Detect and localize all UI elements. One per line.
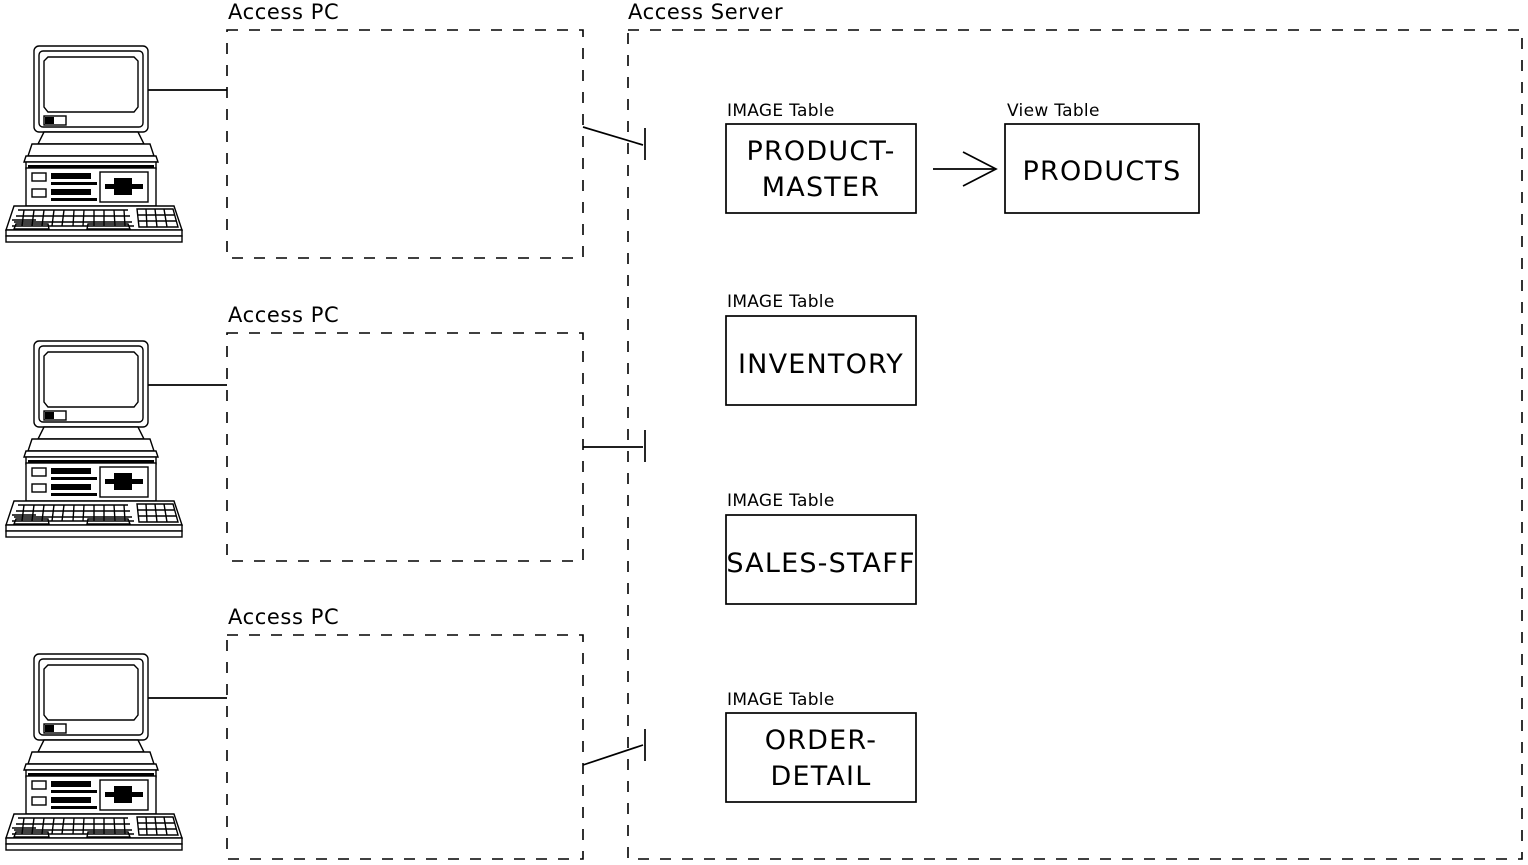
- connector-pc2-to-server: [583, 430, 646, 462]
- connector-pc3-to-server: [582, 729, 646, 766]
- arrow-right-icon: [933, 151, 998, 187]
- connector-pc1-to-server: [582, 126, 646, 160]
- desktop-computer-icon: [5, 45, 183, 243]
- table-caption-sales-staff: IMAGE Table: [727, 491, 835, 511]
- zone-box-access-server: [627, 29, 1523, 860]
- zone-box-access-pc-1: [226, 29, 584, 259]
- table-box-products[interactable]: [1004, 123, 1200, 214]
- table-label-products: PRODUCTS: [1023, 156, 1182, 187]
- table-label-inventory: INVENTORY: [738, 349, 904, 380]
- table-caption-product-master: IMAGE Table: [727, 101, 835, 121]
- table-label-product-master-line2: MASTER: [762, 172, 880, 203]
- zone-label-access-pc-3: Access PC: [228, 605, 339, 629]
- table-caption-order-detail: IMAGE Table: [727, 690, 835, 710]
- zone-label-access-server: Access Server: [628, 0, 783, 24]
- desktop-computer-icon: [5, 340, 183, 538]
- table-box-product-master[interactable]: [725, 123, 917, 214]
- table-label-order-detail-line2: DETAIL: [771, 761, 872, 792]
- zone-box-access-pc-3: [226, 634, 584, 860]
- table-box-order-detail[interactable]: [725, 712, 917, 803]
- zone-label-access-pc-2: Access PC: [228, 303, 339, 327]
- table-label-order-detail-line1: ORDER-: [765, 725, 877, 756]
- table-label-sales-staff: SALES-STAFF: [726, 548, 915, 579]
- table-box-inventory[interactable]: [725, 315, 917, 406]
- table-label-product-master-line1: PRODUCT-: [746, 136, 895, 167]
- zone-box-access-pc-2: [226, 332, 584, 562]
- table-caption-products: View Table: [1007, 101, 1100, 121]
- desktop-computer-icon: [5, 653, 183, 851]
- zone-label-access-pc-1: Access PC: [228, 0, 339, 24]
- table-box-sales-staff[interactable]: [725, 514, 917, 605]
- table-caption-inventory: IMAGE Table: [727, 292, 835, 312]
